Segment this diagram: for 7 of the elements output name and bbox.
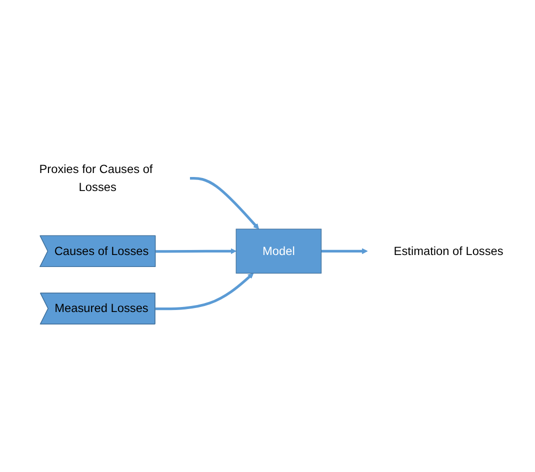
arrow <box>155 273 254 311</box>
node-box: Model <box>236 229 322 274</box>
arrow <box>190 177 260 230</box>
node-text: Proxies for Causes of Losses <box>39 162 153 194</box>
arrow <box>156 248 236 254</box>
node-text: Estimation of Losses <box>394 244 504 258</box>
arrow <box>321 248 368 254</box>
